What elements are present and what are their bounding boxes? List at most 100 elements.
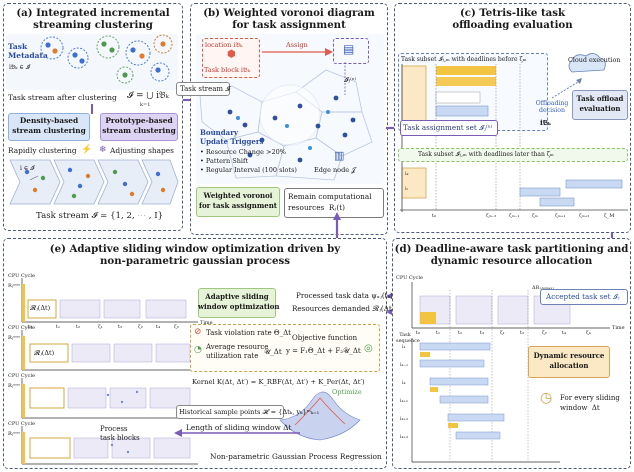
historical-label: Historical sample points 𝓗 = {Δtₖ, yₖ}ᵐₖ… bbox=[179, 408, 320, 416]
e-cpu-cycle-4: CPU Cycle bbox=[8, 421, 35, 427]
panel-a-title-1: (a) Integrated incremental bbox=[16, 7, 170, 19]
edge-node-icon: ▥ bbox=[334, 149, 345, 162]
i-n-label: 𝓘ⱼ⁽ⁿ⁾ bbox=[344, 76, 357, 84]
objective-formula: y = F₁Θ_Δt + F₂𝒰_Δt bbox=[286, 347, 361, 355]
d-tick-6: ζ₂ bbox=[542, 330, 547, 336]
d-tick-7: t₄ bbox=[562, 330, 567, 336]
task-stream-formula: Task stream 𝓘 = {1, 2, ⋯ , I} bbox=[36, 211, 164, 221]
i-in-bk-label: i𝔅ₖ ∈ 𝓘 bbox=[9, 64, 30, 71]
e-tick-4: t₃ bbox=[118, 324, 123, 330]
adaptive-window-label: Adaptive sliding window optimization bbox=[198, 292, 280, 311]
d-tick-2: t₂ bbox=[458, 330, 463, 336]
subset-before-label: Task subset 𝓘ⱼ,ₘ with deadlines before ζ… bbox=[401, 56, 527, 63]
cluster-formula-k: k=1 bbox=[140, 102, 151, 108]
offloading-decision-label: Offloading decision bbox=[535, 100, 569, 114]
d-tick-4: ζ₁ bbox=[500, 330, 505, 336]
panel-c-title-2: offloading evaluation bbox=[452, 19, 573, 31]
weighted-voronoi-box bbox=[196, 187, 280, 217]
e-tick-1: t₁ bbox=[56, 324, 61, 330]
rapidly-clustering-label: Rapidly clustering bbox=[8, 146, 77, 155]
e-ylabel-4: Rⱼᵐᵃˣ bbox=[8, 431, 21, 437]
subset-later-label: Task subset 𝓘ⱼ,ₘ with deadlines later th… bbox=[418, 151, 554, 158]
e-tick-7: ζ₃ bbox=[174, 324, 179, 330]
e-cpu-cycle-2: CPU Cycle bbox=[8, 325, 35, 331]
delta-r-label: ΔRⱼ,ₖ₍ₘₐₓ₎ bbox=[532, 285, 554, 291]
seq-row-3: iₖ₊₁ bbox=[400, 398, 409, 404]
resources-demanded-label: Resources demanded 𝓡ⱼ(Δt) bbox=[292, 304, 395, 313]
d-tick-5: t₃ bbox=[520, 330, 525, 336]
d-tick-8: ζ₄ bbox=[586, 330, 591, 336]
assignment-set-box bbox=[400, 120, 498, 136]
seq-row-0: i₁ bbox=[402, 344, 406, 350]
d-tick-3: t₃ bbox=[480, 330, 485, 336]
panel-d-title-1: (d) Deadline-aware task partitioning and bbox=[394, 243, 629, 255]
clock-icon: ◷ bbox=[540, 390, 553, 406]
utilization-icon: ◔ bbox=[194, 345, 202, 355]
prototype-clustering-box bbox=[100, 113, 178, 141]
e-ylabel-2: Rⱼᵐᵃˣ bbox=[8, 335, 21, 341]
trigger-regular-interval: • Regular Interval (100 slots) bbox=[200, 166, 297, 174]
panel-b-title-2: for task assignment bbox=[232, 19, 346, 31]
task-stream-tag bbox=[176, 82, 230, 96]
c-tick-0: t₀ bbox=[432, 213, 437, 219]
c-tick-3: ζₘ bbox=[532, 213, 538, 219]
i-in-I-label: i ∈ 𝓘 bbox=[20, 165, 35, 172]
d-tick-0: t₀ bbox=[416, 330, 421, 336]
accepted-set-box bbox=[540, 289, 628, 305]
every-window-label: For every sliding window Δt bbox=[560, 394, 620, 412]
lightning-icon: ⚡ bbox=[81, 145, 93, 155]
c-tick-6: ζ_M bbox=[604, 213, 615, 219]
seq-row-4: iₖ₊₂ bbox=[400, 416, 409, 422]
historical-box bbox=[176, 405, 284, 419]
r-delta-label-1: 𝓡ⱼ(Δt) bbox=[30, 304, 51, 312]
e-time-label: Time bbox=[200, 320, 213, 326]
after-clustering-label: Task stream after clustering bbox=[8, 93, 117, 102]
e-tick-2: t₂ bbox=[76, 324, 81, 330]
objective-region bbox=[190, 324, 380, 372]
length-window-label: Length of sliding window Δt bbox=[186, 423, 292, 432]
subset-later-box bbox=[398, 148, 628, 162]
task-sequence-label: Task sequence bbox=[396, 332, 420, 344]
seq-row-2: iₖ bbox=[402, 380, 406, 386]
location-pin-icon: ⬢ bbox=[227, 49, 236, 60]
optimize-label: Optimize bbox=[332, 388, 362, 396]
c-tick-2: ζₘ₋₁ bbox=[509, 213, 520, 219]
d-cpu-cycle-label: CPU Cycle bbox=[396, 275, 423, 281]
weighted-voronoi-label: Weighted voronoi for task assignment bbox=[198, 191, 278, 210]
seq-row-1: iₖ₋₁ bbox=[400, 362, 409, 368]
cluster-formula: 𝓘 = ⋃ i𝔅ₖ bbox=[127, 91, 169, 101]
density-clustering-label: Density-based stream clustering bbox=[12, 116, 86, 135]
panel-e-title-1: (e) Adaptive sliding window optimization… bbox=[49, 243, 341, 255]
utilization-label: Average resource utilization rate bbox=[206, 343, 269, 360]
server-icon: ▤ bbox=[343, 42, 355, 56]
accepted-set-label: Accepted task set 𝓘ⱼ bbox=[546, 292, 620, 301]
e-ylabel-3: Rⱼᵐᵃˣ bbox=[8, 383, 21, 389]
prototype-clustering-label: Prototype-based stream clustering bbox=[102, 116, 176, 135]
task-metadata-label: Task Metadata bbox=[8, 42, 48, 60]
assign-label: Assign bbox=[286, 41, 308, 49]
violation-label: Task violation rate Θ_Δt bbox=[206, 329, 291, 337]
adaptive-window-box bbox=[198, 288, 276, 318]
objective-label: Objective function bbox=[292, 334, 358, 342]
server-cluster-box bbox=[333, 38, 369, 64]
utilization-sym: 𝒰_Δt bbox=[264, 348, 282, 356]
panel-a-title-2: streaming clustering bbox=[33, 19, 153, 31]
e-tick-5: ζ₂ bbox=[138, 324, 143, 330]
trigger-pattern-shift: • Pattern Shift bbox=[200, 157, 249, 165]
e-tick-0: t₀ bbox=[28, 324, 33, 330]
kernel-formula: Kernel K(Δt, Δt′) = K_RBF(Δt, Δt′) + K_P… bbox=[192, 378, 365, 386]
location-label: location i𝔅ₖ bbox=[205, 41, 243, 49]
panel-e-title-2: non-parametric gaussian process bbox=[100, 255, 290, 267]
remain-resources-label: Remain computational resources Rⱼ(t) bbox=[288, 192, 372, 212]
e-cpu-cycle-1: CPU Cycle bbox=[8, 273, 35, 279]
panel-b-title-1: (b) Weighted voronoi diagram bbox=[203, 7, 375, 19]
location-block bbox=[202, 38, 260, 78]
violation-icon: ⊘ bbox=[194, 327, 202, 337]
task-stream-tag-label: Task stream 𝓘 bbox=[180, 85, 231, 93]
assignment-set-label: Task assignment set 𝓘ⱼ⁽ⁿ⁾ bbox=[403, 123, 493, 132]
cloud-execution-label: Cloud execution bbox=[568, 56, 621, 64]
boundary-triggers-title: Boundary Update Triggers bbox=[200, 128, 264, 146]
ngpr-label: Non-parametric Gaussian Process Regressi… bbox=[210, 452, 382, 461]
e-cpu-cycle-3: CPU Cycle bbox=[8, 373, 35, 379]
row-ik-label: iₖ bbox=[405, 171, 409, 177]
